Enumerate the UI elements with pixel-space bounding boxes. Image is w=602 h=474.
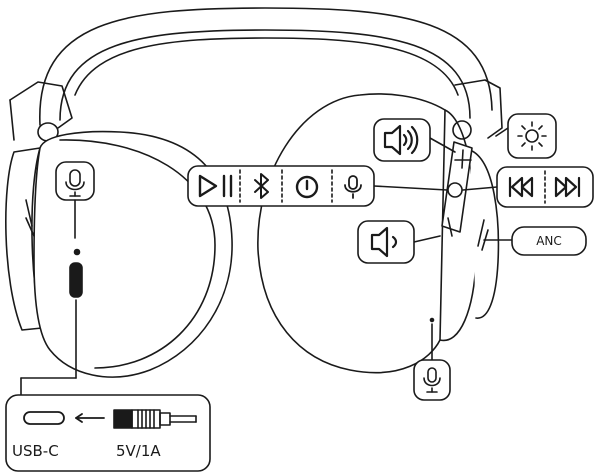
microphone-icon <box>423 367 441 393</box>
status-led <box>73 248 81 256</box>
previous-track-icon <box>508 176 534 198</box>
anc-label: ANC <box>536 234 562 248</box>
power-icon <box>295 175 319 199</box>
microphone-icon <box>344 175 362 199</box>
usb-callout: USB-C 5V/1A <box>5 394 211 472</box>
ambient-mic-hole <box>429 317 435 323</box>
usb-c-cable-icon <box>113 409 197 429</box>
headband <box>39 7 493 126</box>
microphone-icon <box>65 169 85 197</box>
arrow-left-icon <box>75 413 105 423</box>
volume-up-callout <box>373 118 431 162</box>
volume-down-icon <box>370 226 398 258</box>
volume-down-callout <box>357 220 415 264</box>
multifunction-callout <box>187 165 375 207</box>
multifunction-button[interactable] <box>447 182 463 198</box>
right-control-strip <box>429 141 473 323</box>
volume-up-icon <box>383 124 419 156</box>
left-cup-controls <box>55 161 95 298</box>
left-hinge <box>9 81 73 142</box>
right-earcup <box>257 93 500 374</box>
play-pause-icon <box>198 174 233 198</box>
led-callout <box>507 113 557 159</box>
anc-callout: ANC <box>511 226 587 256</box>
usb-c-port-icon <box>23 411 65 425</box>
next-track-icon <box>554 176 581 198</box>
track-skip-callout <box>496 166 594 208</box>
usb-c-label: USB-C <box>12 442 59 460</box>
right-hinge <box>452 79 503 140</box>
led-light-icon <box>517 121 547 151</box>
power-rating-label: 5V/1A <box>116 442 161 460</box>
left-mic-callout <box>65 169 85 197</box>
bottom-mic-callout <box>413 359 451 401</box>
usb-c-port[interactable] <box>69 262 83 298</box>
bluetooth-icon <box>254 173 269 199</box>
leader-lines <box>20 127 513 396</box>
